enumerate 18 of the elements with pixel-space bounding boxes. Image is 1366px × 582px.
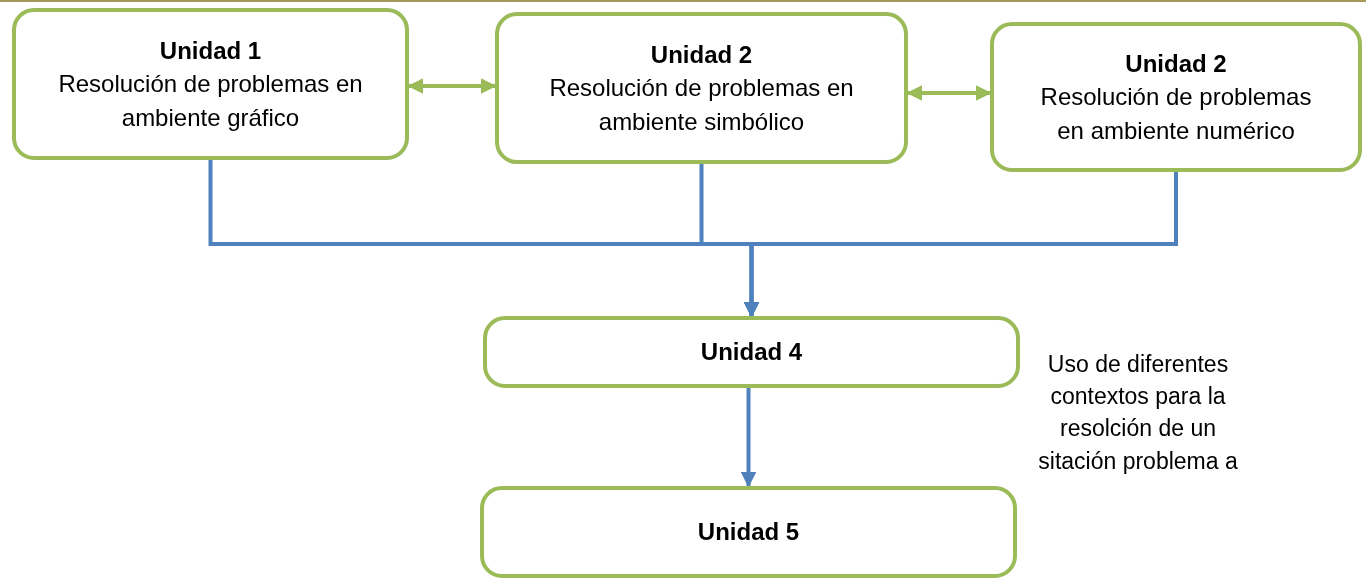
process-box <box>480 486 1017 578</box>
side-note: Uso de diferentes contextos para la resolción de un sitación problema a <box>1037 350 1239 476</box>
box-text: Resolución de problemas en ambiente gráfico <box>57 69 364 133</box>
box-heading: Unidad 2 <box>650 39 753 70</box>
process-box <box>12 8 409 160</box>
arrow <box>407 78 497 94</box>
arrow <box>743 172 1178 318</box>
box-heading: Unidad 5 <box>697 517 800 548</box>
box-text: Resolución de problemas en ambiente simbólico <box>548 73 855 137</box>
process-box <box>990 22 1362 172</box>
arrow <box>740 388 757 488</box>
box-heading: Unidad 2 <box>1125 48 1227 79</box>
process-box <box>483 316 1020 388</box>
box-heading: Unidad 4 <box>700 337 803 368</box>
arrow <box>906 85 992 101</box>
box-heading: Unidad 1 <box>159 35 262 66</box>
process-box <box>495 12 908 164</box>
box-text: Resolución de problemas en ambiente numérico <box>1039 82 1313 146</box>
